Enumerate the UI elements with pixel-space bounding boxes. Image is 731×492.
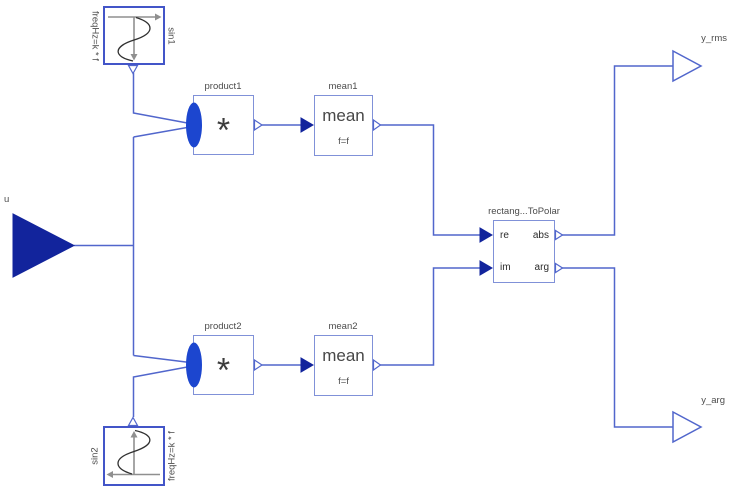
- block-mean1[interactable]: mean f=f: [314, 95, 373, 156]
- label-mean1: mean1: [328, 81, 358, 92]
- connection-mean2-im[interactable]: [380, 267, 480, 366]
- mean-param-text: f=f: [338, 136, 349, 147]
- connection-abs-yrms[interactable]: [562, 65, 673, 236]
- mean-text: mean: [322, 106, 365, 125]
- port-mean1-input[interactable]: [300, 117, 314, 133]
- port-arg-output[interactable]: [554, 262, 564, 274]
- label-sin1: sin1: [165, 27, 177, 45]
- connection-arg-yarg[interactable]: [562, 267, 673, 428]
- label-product1: product1: [204, 81, 242, 92]
- port-re-input[interactable]: [479, 227, 493, 243]
- port-label-arg: arg: [534, 262, 549, 273]
- block-sin2[interactable]: [103, 426, 165, 486]
- mean-param-text: f=f: [338, 376, 349, 387]
- sine-plot-icon: [108, 13, 162, 62]
- label-u: u: [4, 194, 10, 205]
- label-sin2-param: freqHz=k * f: [166, 431, 178, 481]
- block-rectangular-to-polar[interactable]: re abs im arg: [493, 220, 555, 283]
- port-abs-output[interactable]: [554, 229, 564, 241]
- multiply-operator: *: [216, 111, 231, 150]
- connection-sin1-product1[interactable]: [132, 73, 191, 125]
- label-product2: product2: [204, 321, 242, 332]
- label-mean2: mean2: [328, 321, 358, 332]
- connection-trunk-product2[interactable]: [133, 354, 191, 364]
- connection-trunk-product1[interactable]: [133, 126, 191, 138]
- label-sin1-param: freqHz=k * f: [89, 11, 101, 61]
- block-sin1[interactable]: [103, 6, 165, 65]
- port-product1-output[interactable]: [253, 118, 264, 132]
- port-im-input[interactable]: [479, 260, 493, 276]
- port-sin2-output[interactable]: [127, 416, 139, 427]
- block-product1[interactable]: *: [193, 95, 254, 155]
- port-label-abs: abs: [532, 230, 549, 241]
- output-connector-y-rms[interactable]: [672, 49, 703, 83]
- label-y-arg: y_arg: [701, 395, 725, 406]
- input-connector-u[interactable]: [12, 213, 76, 278]
- port-label-re: re: [500, 230, 509, 241]
- label-sin2: sin2: [89, 447, 101, 465]
- connection-sin2-product2[interactable]: [132, 365, 191, 418]
- port-mean2-output[interactable]: [372, 358, 382, 372]
- block-product2[interactable]: *: [193, 335, 254, 395]
- multiply-operator: *: [216, 351, 231, 390]
- output-connector-y-arg[interactable]: [672, 410, 703, 444]
- block-mean2[interactable]: mean f=f: [314, 335, 373, 396]
- port-mean1-output[interactable]: [372, 118, 382, 132]
- connection-u-trunk[interactable]: [74, 137, 135, 356]
- label-y-rms: y_rms: [701, 33, 727, 44]
- sine-plot-icon: [106, 429, 160, 478]
- mean-text: mean: [322, 346, 365, 365]
- port-mean2-input[interactable]: [300, 357, 314, 373]
- port-product2-output[interactable]: [253, 358, 264, 372]
- port-sin1-output[interactable]: [127, 64, 139, 75]
- label-rectangular-to-polar: rectang...ToPolar: [488, 206, 560, 217]
- port-label-im: im: [500, 262, 511, 273]
- connection-mean1-re[interactable]: [380, 124, 480, 236]
